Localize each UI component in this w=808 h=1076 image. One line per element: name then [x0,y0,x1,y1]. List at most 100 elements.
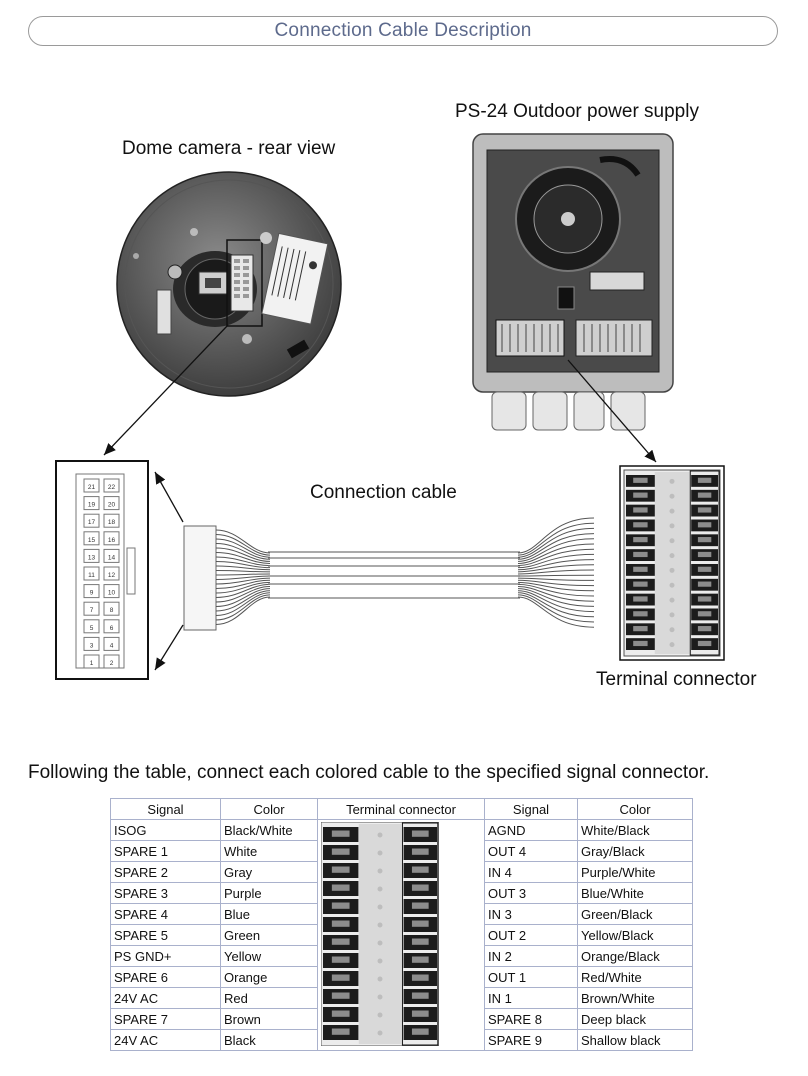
connector-pin [83,654,100,669]
signal-cell: 24V AC [110,1029,221,1051]
connector-pin [83,548,100,563]
connector-box [55,460,149,680]
connector-pin-number: 11 [88,572,95,579]
connector-pin [83,531,100,546]
signal-cell: SPARE 8 [484,1008,578,1030]
connector-pin [103,531,120,546]
connector-pin [103,478,120,493]
signal-cell: SPARE 7 [110,1008,221,1030]
signal-cell: IN 1 [484,987,578,1009]
connector-pin [83,636,100,651]
terminal-connector-picture [619,465,725,661]
page-title: Connection Cable Description [28,16,778,46]
connector-pin-number: 4 [110,642,114,649]
color-cell: Orange [220,966,318,988]
color-cell: Brown/White [577,987,693,1009]
color-cell: Purple/White [577,861,693,883]
connector-pin-number: 10 [108,590,116,597]
signal-cell: AGND [484,819,578,841]
connector-pin [103,548,120,563]
color-cell: Gray/Black [577,840,693,862]
color-cell: Blue/White [577,882,693,904]
signal-cell: OUT 3 [484,882,578,904]
header-signal-right: Signal [484,798,578,820]
terminal-connector-image [320,821,440,1046]
color-cell: Green/Black [577,903,693,925]
connector-pin-number: 12 [108,572,116,579]
connector-pin-number: 3 [90,642,94,649]
connector-pin-number: 7 [90,607,94,614]
color-cell: Orange/Black [577,945,693,967]
signal-cell: OUT 1 [484,966,578,988]
connector-pin-number: 6 [110,625,114,632]
connector-pin [83,601,100,616]
signal-cell: OUT 4 [484,840,578,862]
connector-pin [83,513,100,528]
connector-pin-number: 14 [108,554,116,561]
header-color-right: Color [577,798,693,820]
connector-pin-number: 2 [110,660,114,667]
connector-pin [103,601,120,616]
connector-pin [83,584,100,599]
connector-pin [83,619,100,634]
signal-cell: PS GND+ [110,945,221,967]
color-cell: Yellow [220,945,318,967]
color-cell: Red/White [577,966,693,988]
color-cell: Red [220,987,318,1009]
color-cell: Brown [220,1008,318,1030]
connector-pin-number: 13 [88,554,96,561]
connector-pin [83,496,100,511]
power-supply-photo [472,133,674,431]
instruction-text: Following the table, connect each colore… [28,762,710,783]
signal-cell: SPARE 2 [110,861,221,883]
header-color-left: Color [220,798,318,820]
signal-cell: IN 4 [484,861,578,883]
connector-pin [103,654,120,669]
connector-pin-number: 18 [108,519,116,526]
table-header-row: Signal Color Terminal connector Signal C… [110,798,693,820]
connector-pin-number: 19 [88,502,96,509]
connector-pin-number: 21 [88,484,96,491]
connector-pin-number: 5 [90,625,94,632]
signal-cell: 24V AC [110,987,221,1009]
connector-pin-number: 9 [90,590,94,597]
connector-pin [103,513,120,528]
connector-pin [83,566,100,581]
terminal-connector-cell [317,819,485,1051]
color-cell: White/Black [577,819,693,841]
connector-pin-number: 8 [110,607,114,614]
power-supply-label: PS-24 Outdoor power supply [455,101,699,122]
connector-pin-number: 20 [108,502,116,509]
color-cell: Deep black [577,1008,693,1030]
signal-table: Signal Color Terminal connector Signal C… [110,798,693,1051]
connector-pin [103,619,120,634]
header-terminal-connector: Terminal connector [317,798,485,820]
connector-pin-number: 17 [88,519,96,526]
connector-pin [83,478,100,493]
signal-cell: SPARE 9 [484,1029,578,1051]
signal-cell: OUT 2 [484,924,578,946]
terminal-connector-label: Terminal connector [596,669,757,690]
color-cell: Green [220,924,318,946]
signal-cell: SPARE 3 [110,882,221,904]
connection-cable-label: Connection cable [310,482,457,503]
signal-cell: SPARE 4 [110,903,221,925]
connector-pin-number: 16 [108,537,116,544]
color-cell: Shallow black [577,1029,693,1051]
signal-cell: IN 2 [484,945,578,967]
connector-pin [103,584,120,599]
color-cell: Purple [220,882,318,904]
color-cell: Black/White [220,819,318,841]
dome-camera-label: Dome camera - rear view [122,138,336,159]
connector-pin [103,496,120,511]
connector-pin [103,636,120,651]
